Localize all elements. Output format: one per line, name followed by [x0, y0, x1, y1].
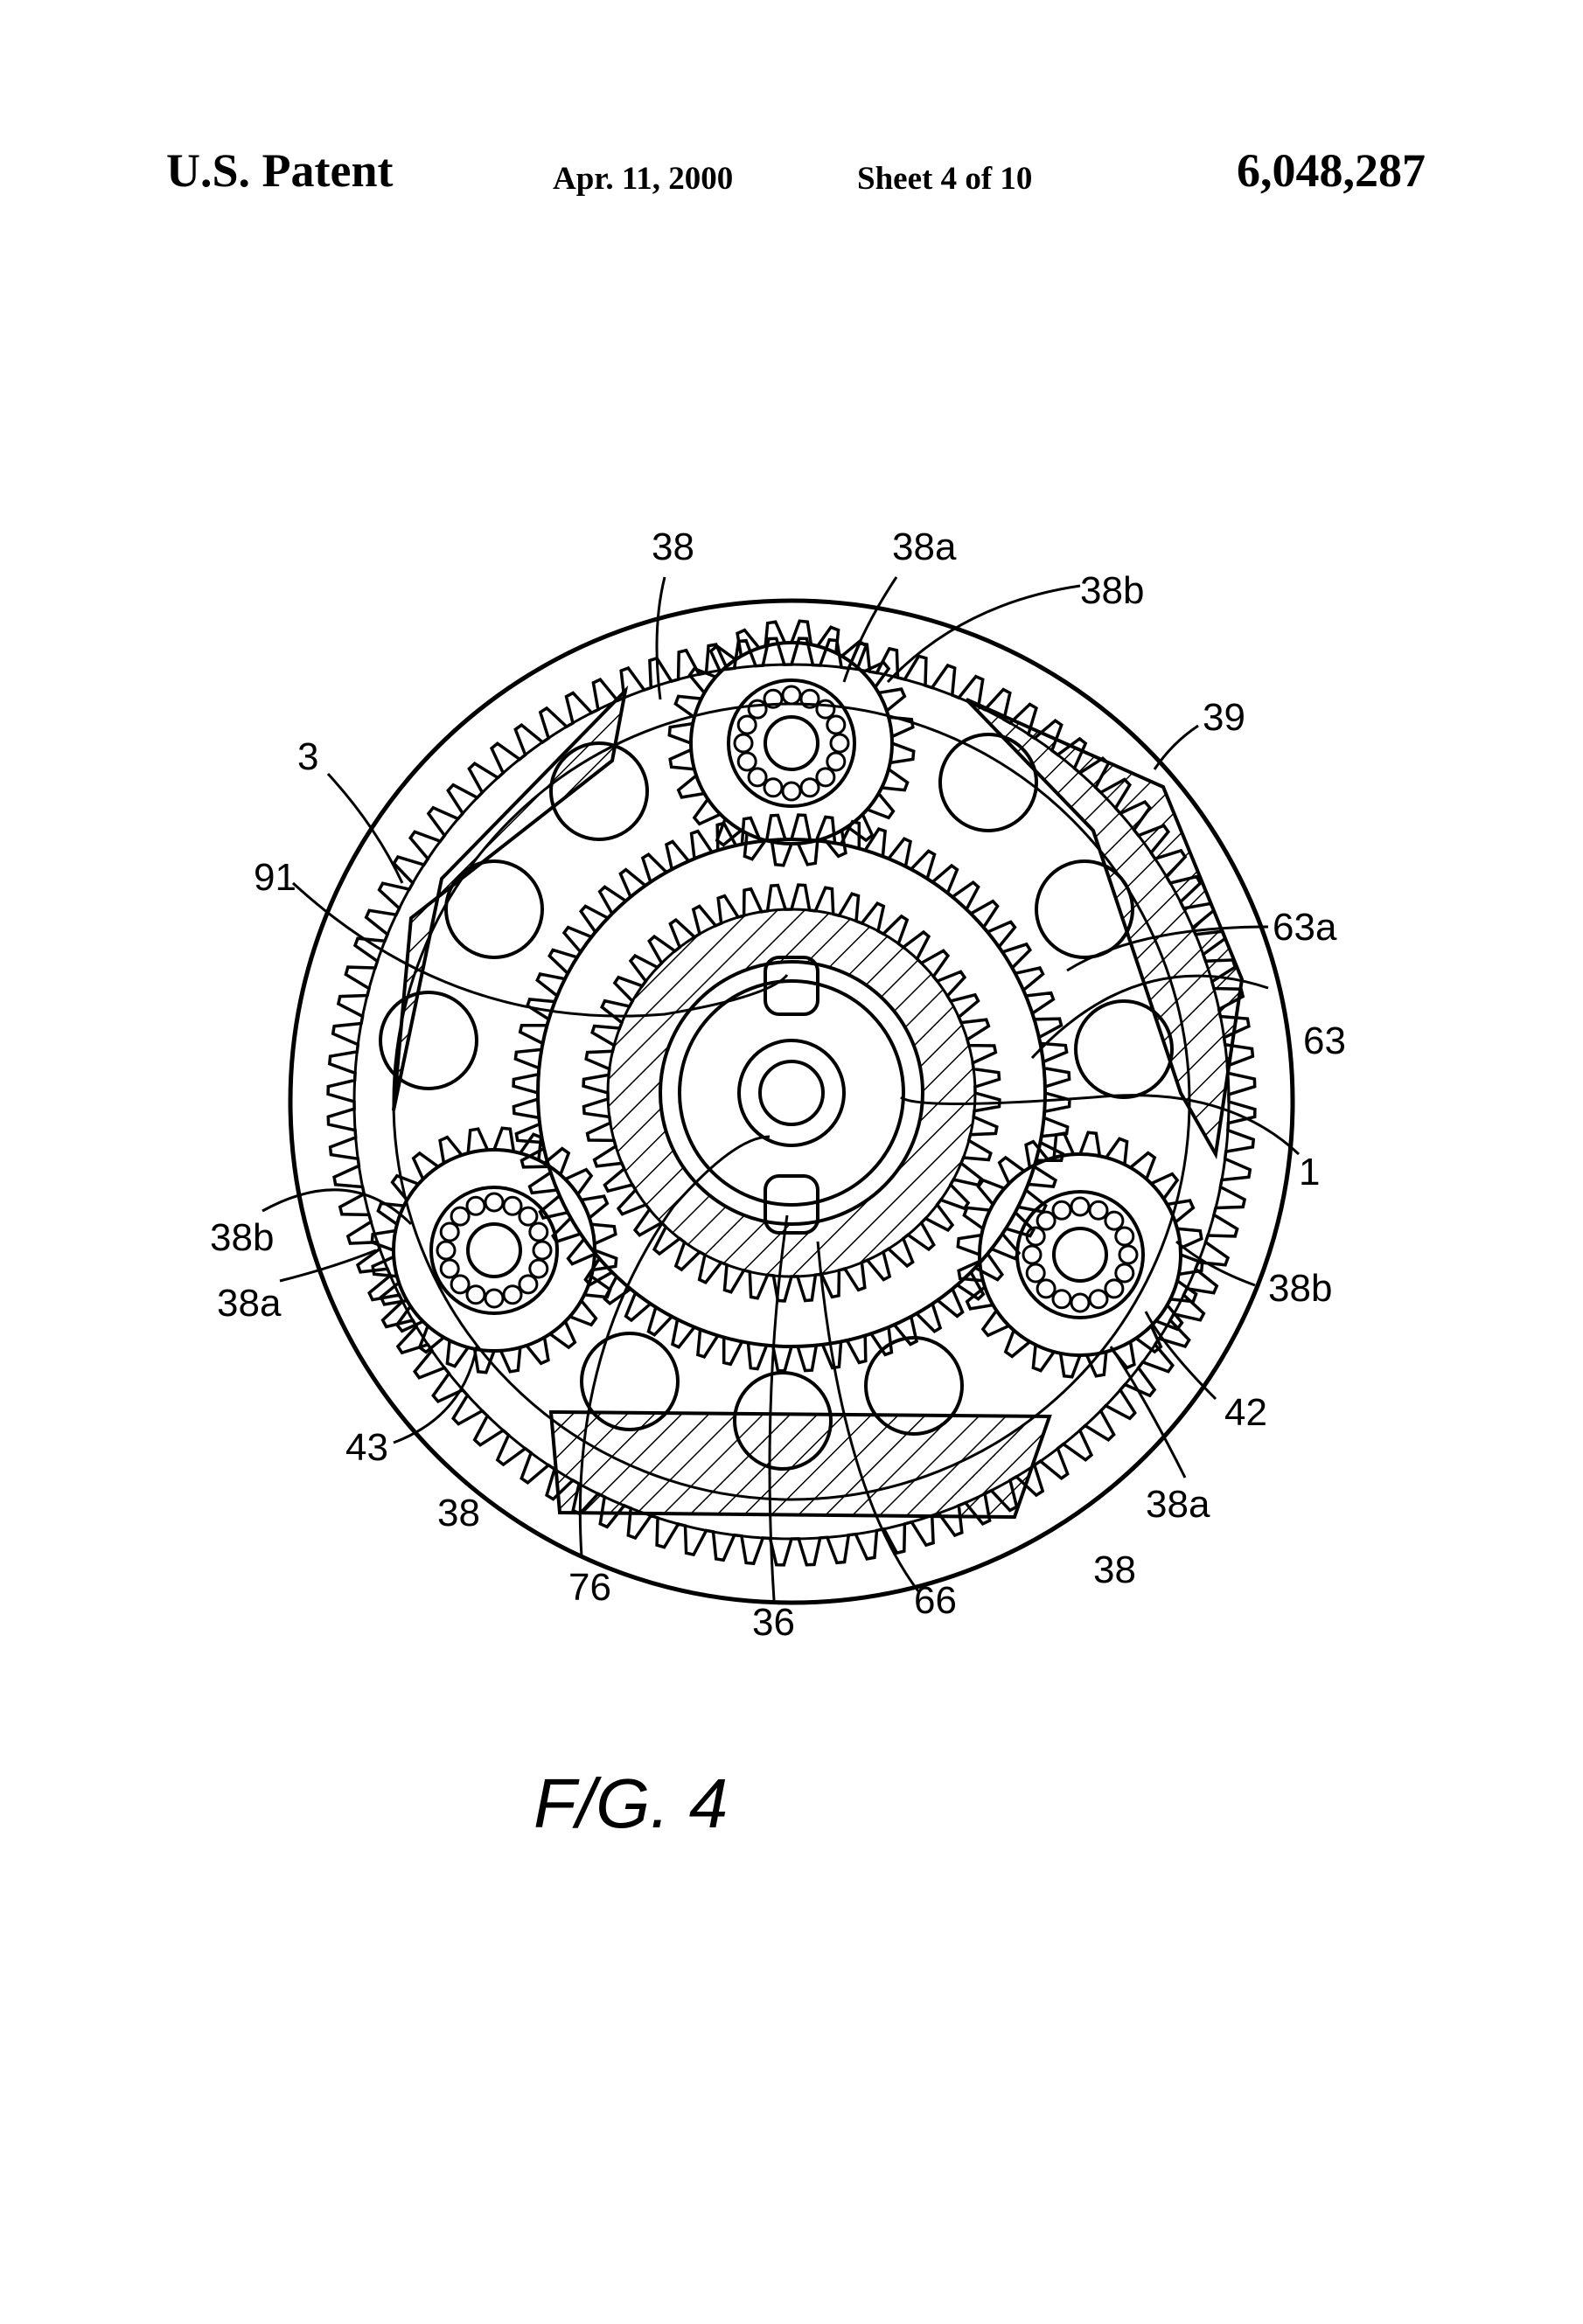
bearing-roller: [1051, 1200, 1072, 1221]
bearing-roller: [1114, 1263, 1135, 1284]
bearing-roller: [815, 767, 836, 788]
sun-gear-outer-teeth: [512, 813, 1071, 1373]
bearing-roller: [1088, 1289, 1109, 1310]
bearing-roller: [826, 714, 847, 735]
label-42: 42: [1224, 1391, 1267, 1434]
bearing-roller: [829, 733, 850, 754]
label-38a-right: 38a: [1146, 1483, 1210, 1526]
figure-caption: F/G. 4: [533, 1764, 728, 1842]
bearing-roller: [1022, 1244, 1043, 1265]
label-3: 3: [297, 735, 318, 778]
patent-label: U.S. Patent: [166, 144, 394, 197]
bearing-roller: [1070, 1292, 1091, 1313]
bearing-roller: [1036, 1210, 1056, 1231]
patent-number: 6,048,287: [1237, 144, 1426, 197]
bearing-roller: [465, 1195, 486, 1216]
label-66: 66: [914, 1579, 957, 1622]
bearing-roller: [1036, 1278, 1056, 1299]
bearing-roller: [826, 751, 847, 772]
bearing-roller: [1114, 1226, 1135, 1247]
inner-hub-outer: [659, 960, 924, 1226]
bearing-roller: [436, 1240, 457, 1261]
planet-teeth-right: [956, 1131, 1204, 1379]
bearing-roller: [799, 688, 820, 709]
bearing-roller: [733, 733, 754, 754]
bearing-roller: [532, 1240, 553, 1261]
planet-teeth-left: [370, 1126, 618, 1374]
bearing-roller: [484, 1288, 505, 1309]
carrier-hole: [379, 991, 478, 1090]
planet-pin-right: [1052, 1227, 1108, 1283]
carrier-hatching: [551, 1412, 1050, 1517]
label-38b-top: 38b: [1080, 569, 1144, 612]
carrier-hatching: [394, 691, 625, 1110]
label-38a-left: 38a: [217, 1282, 282, 1325]
bearing-roller: [439, 1221, 460, 1242]
label-38b-right: 38b: [1268, 1267, 1332, 1310]
planet-pin-top: [764, 715, 819, 771]
bearing-roller: [736, 714, 757, 735]
label-1: 1: [1299, 1151, 1320, 1193]
label-38b-left: 38b: [210, 1216, 274, 1259]
label-63a: 63a: [1273, 906, 1337, 949]
bearing-roller: [1051, 1289, 1072, 1310]
patent-date: Apr. 11, 2000: [553, 161, 734, 197]
carrier-hole: [938, 733, 1038, 832]
bearing-roller: [1070, 1196, 1091, 1217]
planet-pin-left: [466, 1222, 522, 1278]
bearing-roller: [465, 1284, 486, 1305]
bearing-roller: [781, 685, 802, 706]
bearing-roller: [518, 1274, 539, 1295]
outer-housing-ring: [288, 598, 1295, 1605]
label-43: 43: [345, 1426, 388, 1469]
label-36: 36: [752, 1601, 795, 1644]
patent-sheet: Sheet 4 of 10: [857, 161, 1033, 197]
bearing-roller: [736, 751, 757, 772]
carrier-hatching: [966, 699, 1242, 1154]
bearing-roller: [1025, 1226, 1046, 1247]
shaft-collar: [737, 1039, 846, 1147]
label-76: 76: [568, 1566, 611, 1609]
bearing-roller: [763, 777, 784, 798]
bearing-roller: [518, 1206, 539, 1227]
bearing-roller: [815, 699, 836, 720]
bearing-roller: [1118, 1244, 1139, 1265]
planet-bearing-left: [429, 1186, 559, 1315]
label-38-left: 38: [437, 1492, 480, 1534]
bearing-roller: [450, 1206, 471, 1227]
inner-hub-inner: [678, 979, 905, 1207]
label-91: 91: [254, 856, 296, 899]
bearing-roller: [781, 781, 802, 802]
bearing-roller: [502, 1284, 523, 1305]
label-38-top: 38: [652, 525, 694, 568]
shaft: [758, 1060, 825, 1126]
label-38-right: 38: [1093, 1548, 1136, 1591]
bearing-roller: [439, 1258, 460, 1279]
bearing-roller: [747, 767, 768, 788]
bearing-roller: [1088, 1200, 1109, 1221]
planet-bearing-top: [727, 678, 856, 808]
label-39: 39: [1203, 696, 1245, 739]
bearing-roller: [502, 1195, 523, 1216]
label-38a-top: 38a: [892, 525, 957, 568]
label-63: 63: [1303, 1019, 1346, 1062]
bearing-roller: [450, 1274, 471, 1295]
bearing-roller: [799, 777, 820, 798]
bearing-roller: [528, 1221, 549, 1242]
bearing-roller: [484, 1192, 505, 1213]
carrier-hole: [444, 859, 544, 959]
bearing-roller: [747, 699, 768, 720]
bearing-roller: [763, 688, 784, 709]
bearing-roller: [528, 1258, 549, 1279]
bearing-roller: [1104, 1210, 1125, 1231]
bearing-roller: [1104, 1278, 1125, 1299]
planet-teeth-top: [667, 619, 916, 867]
bearing-roller: [1025, 1263, 1046, 1284]
